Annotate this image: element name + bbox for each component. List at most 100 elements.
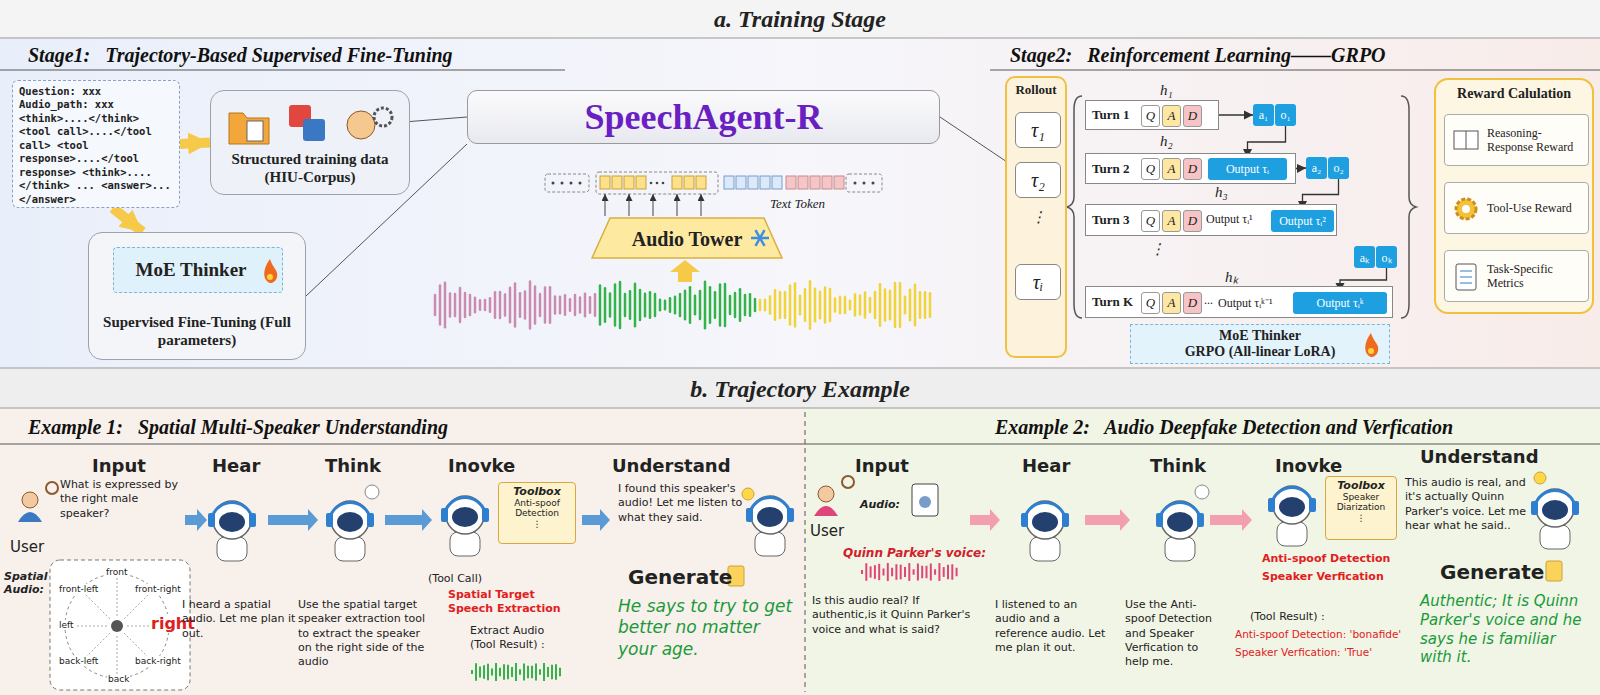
audio-label: Quinn Parker's voice: <box>843 546 986 560</box>
token-box: D <box>1183 210 1202 232</box>
thought-text: Extract Audio (Tool Result) : <box>470 624 570 653</box>
waveform-bar <box>909 290 912 321</box>
token-box: D <box>1183 158 1202 180</box>
node-text: MoE Thinker <box>1219 328 1301 344</box>
waveform-bar <box>519 669 521 675</box>
waveform-bar <box>523 663 525 680</box>
waveform-bar <box>784 292 787 317</box>
trajectory-box: τ₂ <box>1015 162 1061 198</box>
turn-box: Turn 2QADOutput τᵢ <box>1085 153 1296 184</box>
audio-label: Audio: <box>860 498 900 511</box>
waveform-bar <box>674 297 677 313</box>
waveform-bar <box>604 288 607 322</box>
waveform-bar <box>824 287 827 322</box>
audio-token <box>696 176 706 189</box>
waveform-bar <box>956 568 958 576</box>
waveform-bar <box>744 295 747 315</box>
stage-heading: Example 2: Audio Deepfake Detection and … <box>995 416 1453 439</box>
ellipsis-dot <box>863 182 866 185</box>
trajectory-box: τ₁ <box>1015 112 1061 148</box>
astronaut-icon <box>326 513 333 527</box>
waveform-bar <box>679 294 682 316</box>
output-box: o₁ <box>1275 104 1296 126</box>
waveform-bar <box>544 288 547 323</box>
waveform-bar <box>849 301 852 310</box>
node-text: Audio Tower <box>632 228 743 251</box>
turn-box: Turn 1QAD <box>1085 100 1219 130</box>
astronaut-icon <box>746 508 753 522</box>
astronaut-icon <box>1273 486 1311 524</box>
link-line <box>940 117 1005 161</box>
node-text: τᵢ <box>1033 271 1043 294</box>
waveform-bar <box>507 665 509 680</box>
model-box: MoE Thinker <box>113 247 283 293</box>
gear-icon <box>1456 199 1476 219</box>
waveform-bar <box>494 292 497 318</box>
waveform-bar <box>865 563 867 580</box>
text-token <box>798 176 808 189</box>
thought-text: Is this audio real? If authentic,is it Q… <box>812 594 984 637</box>
node-text: D <box>1188 213 1197 229</box>
step-arrow <box>1085 509 1130 531</box>
user-icon <box>818 486 834 502</box>
astronaut-icon <box>1161 501 1199 539</box>
node-text: Reasoning-Response Reward <box>1487 126 1584 155</box>
waveform-bar <box>559 297 562 314</box>
tool-result: Anti-spoof Detection: 'bonafide' <box>1235 628 1415 642</box>
output-box: a₂ <box>1306 157 1327 179</box>
section-heading: b. Trajectory Example <box>640 376 960 403</box>
waveform-bar <box>569 299 572 311</box>
rule-line <box>0 70 565 71</box>
astronaut-icon <box>1025 502 1065 517</box>
direction-spoke <box>82 591 110 619</box>
waveform-bar <box>599 286 602 325</box>
node-text: oₖ <box>1382 249 1392 266</box>
listener-icon <box>111 620 123 632</box>
step-heading: Think <box>1150 455 1206 476</box>
astronaut-icon <box>482 508 489 522</box>
waveform-bar <box>917 563 919 580</box>
waveform-bar <box>908 563 910 581</box>
thought-text: Use the spatial target speaker extractio… <box>298 598 430 669</box>
node-text: A <box>1168 295 1176 311</box>
waveform-bar <box>509 288 512 323</box>
direction-label: back-left <box>58 656 99 666</box>
decorations <box>18 172 1579 681</box>
waveform-bar <box>539 669 541 675</box>
waveform-bar <box>759 300 762 310</box>
waveform-bar <box>854 294 857 315</box>
direction-label: back-right <box>134 656 182 666</box>
astronaut-icon <box>335 537 365 561</box>
waveform-bar <box>515 663 517 681</box>
waveform-bar <box>694 296 697 315</box>
waveform-bar <box>609 293 612 316</box>
stage-heading: Example 1: Spatial Multi-Speaker Underst… <box>28 416 448 439</box>
waveform-bar <box>634 284 637 326</box>
direction-spoke <box>124 591 152 619</box>
ellipsis-dot <box>650 182 653 185</box>
step-heading: Understand <box>1420 446 1539 467</box>
waveform-bar <box>864 293 867 318</box>
node-text: Toolbox <box>1337 479 1385 492</box>
ellipsis-dot <box>872 182 875 185</box>
astronaut-icon <box>331 501 369 539</box>
waveform-bar <box>878 564 880 580</box>
node-text: ⋮ <box>1357 513 1366 523</box>
node-text: Speaker Diarization <box>1329 492 1393 513</box>
direction-label: front-left <box>58 584 99 594</box>
waveform-bar <box>529 281 532 328</box>
waveform-bar <box>754 299 757 311</box>
astronaut-icon <box>1197 513 1204 527</box>
math-symbol: hₖ <box>1225 266 1238 286</box>
header-band <box>0 368 1600 408</box>
token-group <box>846 174 882 192</box>
waveform-bar <box>769 297 772 314</box>
waveform-bar <box>799 296 802 315</box>
thought-text: (Tool Result) : <box>1250 610 1325 624</box>
node-text: Output τᵢ² <box>1279 214 1326 229</box>
qa-icon <box>303 119 325 141</box>
waveform-bar <box>689 287 692 322</box>
model-box: MoE ThinkerGRPO (All-linear LoRA) <box>1130 324 1390 364</box>
astronaut-icon <box>367 513 374 527</box>
direction-label: front-right <box>134 584 182 594</box>
